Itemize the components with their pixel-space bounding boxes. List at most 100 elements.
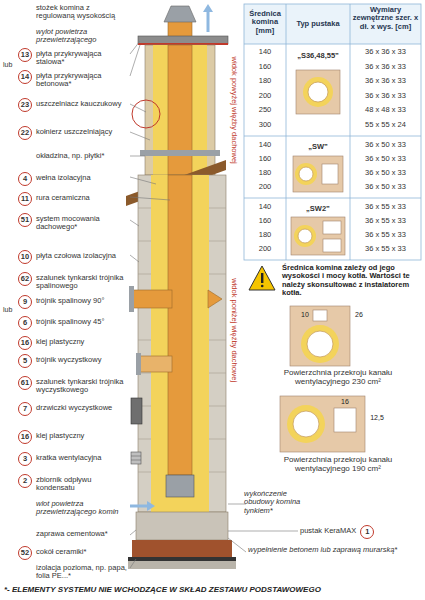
- part-label: kołnierz uszczelniający: [36, 126, 128, 136]
- part-label: szalunek tynkarski trójnika wyczystkoweg…: [36, 376, 128, 395]
- part-label: wypełnienie betonem lub zaprawą murarską…: [248, 546, 420, 554]
- part-label: wykończenie obudowy komina tynkiem*: [244, 490, 306, 515]
- part-label: wełna izolacyjna: [36, 172, 128, 182]
- or-label: lub: [3, 306, 17, 314]
- table-cell: 300: [244, 121, 286, 129]
- callout: 23 uszczelniacz kauczukowy: [18, 98, 128, 112]
- table-cell: 140: [244, 203, 286, 211]
- callout-number: 7: [18, 402, 32, 416]
- caption: Powierzchnia przekroju kanału wentylacyj…: [258, 456, 418, 474]
- table-cell: 36 x 50 x 33: [350, 183, 421, 191]
- part-label: okładzina, np. płytki*: [36, 152, 128, 160]
- callout-number: 11: [18, 192, 32, 206]
- callout: 4wełna izolacyjna: [18, 172, 128, 186]
- callout-number: 62: [18, 272, 32, 286]
- air-label: wlot powietrza przewietrzającego komin: [36, 500, 128, 517]
- table-cell: 180: [244, 231, 286, 239]
- table-header: Średnica komina [mm]: [244, 10, 286, 35]
- table-header: Wymiary zewnętrzne szer. x dł. x wys. [c…: [350, 6, 421, 31]
- callout: 22 kołnierz uszczelniający: [18, 126, 128, 140]
- callout-number: 51: [18, 213, 32, 227]
- callout-number: 14: [18, 70, 32, 84]
- callout: 16 klej plastyczny: [18, 430, 128, 444]
- table-cell: 36 x 50 x 33: [350, 169, 421, 177]
- callout-number: 2: [18, 474, 32, 488]
- dimension: 10: [299, 311, 311, 319]
- table-cell: 140: [244, 48, 286, 56]
- callout-number: 10: [18, 250, 32, 264]
- part-label: rura ceramiczna: [36, 192, 128, 202]
- callout-number: 61: [18, 376, 32, 390]
- callout: 9 trójnik spalinowy 90°: [18, 295, 128, 309]
- caption: Powierzchnia przekroju kanału wentylacyj…: [258, 369, 418, 387]
- part-label: zbiornik odpływu kondensatu: [36, 474, 128, 493]
- table-cell: 36 x 50 x 33: [350, 141, 421, 149]
- callout: 10 płyta czołowa izolacyjna: [18, 250, 128, 264]
- table-cell: 36 x 55 x 33: [350, 203, 421, 211]
- footnote: *- ELEMENTY SYSTEMU NIE WCHODZĄCE W SKŁA…: [4, 586, 421, 595]
- dimension: 12,5: [367, 414, 387, 422]
- callout: 14 płyta przykrywająca betonowa*: [18, 70, 128, 89]
- callout-number: 3: [18, 452, 32, 466]
- table-cell: 36 x 55 x 33: [350, 231, 421, 239]
- callout: 1pustak KeraMAX: [300, 525, 374, 539]
- table-cell: 200: [244, 245, 286, 253]
- view-label: widok poniżej więźby dachowej: [230, 270, 238, 390]
- table-cell: 200: [244, 92, 286, 100]
- callout: 16 klej plastyczny: [18, 336, 128, 350]
- callout: 11 rura ceramiczna: [18, 192, 128, 206]
- callout: 6trójnik spalinowy 45°: [18, 316, 128, 330]
- table-cell: 180: [244, 169, 286, 177]
- table-cell: 180: [244, 77, 286, 85]
- table-header: Typ pustaka: [286, 20, 350, 28]
- part-label: klej plastyczny: [36, 430, 128, 440]
- part-label: trójnik spalinowy 90°: [36, 295, 128, 305]
- table-cell: 250: [244, 106, 286, 114]
- callout-number: 13: [18, 48, 32, 62]
- part-label: uszczelniacz kauczukowy: [36, 98, 128, 108]
- callout-number: 16: [18, 430, 32, 444]
- part-label: płyta przykrywająca betonowa*: [36, 70, 128, 89]
- table-cell: 36 x 36 x 33: [350, 48, 421, 56]
- part-label: zaprawa cementowa*: [36, 530, 128, 538]
- callout-number: 23: [18, 98, 32, 112]
- callout: 52cokół ceramiki*: [18, 546, 128, 560]
- part-label: klej plastyczny: [36, 336, 128, 346]
- part-label: system mocowania dachowego*: [36, 213, 128, 232]
- callout: 2 zbiornik odpływu kondensatu: [18, 474, 128, 493]
- view-label: widok powyżej więźby dachowej: [230, 50, 238, 170]
- warning-text: Średnica komina zależy od jego wysokości…: [282, 264, 421, 298]
- part-label: stożek komina z regulowaną wysokością: [36, 4, 128, 21]
- part-label: płyta czołowa izolacyjna: [36, 250, 128, 260]
- table-cell: „SW”: [286, 143, 350, 151]
- part-label: kratka wentylacyjna: [36, 452, 128, 462]
- part-label: drzwiczki wyczystkowe: [36, 402, 128, 412]
- callout: 51 system mocowania dachowego*: [18, 213, 128, 232]
- part-label: trójnik wyczystkowy: [36, 354, 128, 364]
- table-cell: 36 x 50 x 33: [350, 155, 421, 163]
- table-cell: „S36,48,55”: [286, 52, 350, 60]
- callout-number: 5: [18, 354, 32, 368]
- table-cell: 160: [244, 217, 286, 225]
- air-label: wylot powietrza przewietrzającego: [36, 28, 128, 45]
- callout: 62szalunek tynkarski trójnika spalinoweg…: [18, 272, 128, 291]
- part-label: trójnik spalinowy 45°: [36, 316, 128, 326]
- callout-number: 9: [18, 295, 32, 309]
- callout: 61 szalunek tynkarski trójnika wyczystkow…: [18, 376, 128, 395]
- table-cell: 36 x 36 x 33: [350, 77, 421, 85]
- table-cell: 160: [244, 155, 286, 163]
- table-cell: 200: [244, 183, 286, 191]
- dimension: 16: [336, 398, 354, 406]
- part-label: pustak KeraMAX: [300, 525, 356, 535]
- table-cell: „SW2”: [286, 205, 350, 213]
- table-cell: 36 x 55 x 33: [350, 217, 421, 225]
- or-label: lub: [3, 61, 17, 69]
- table-cell: 160: [244, 63, 286, 71]
- callout-number: 16: [18, 336, 32, 350]
- dimension: 26: [352, 311, 366, 319]
- callout: 3 kratka wentylacyjna: [18, 452, 128, 466]
- callout-number: 52: [18, 546, 32, 560]
- callout: 13płyta przykrywająca stalowa*: [18, 48, 128, 67]
- table-cell: 140: [244, 141, 286, 149]
- callout-number: 22: [18, 126, 32, 140]
